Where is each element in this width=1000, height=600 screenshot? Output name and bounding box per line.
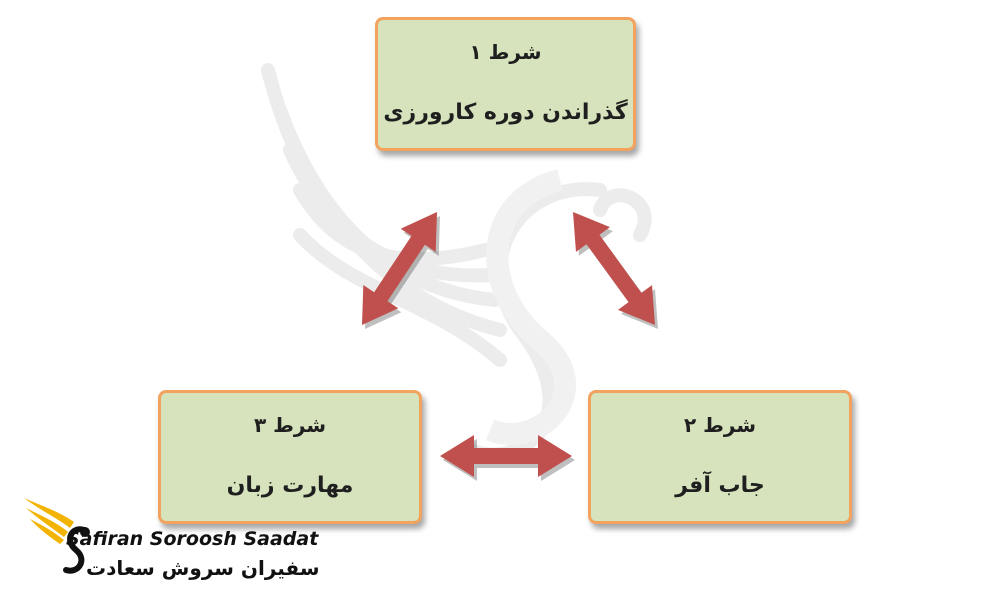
condition-text: مهارت زبان xyxy=(226,473,354,498)
condition-number: شرط ۳ xyxy=(253,413,327,437)
logo-persian-text: سفیران سروش سعادت xyxy=(86,556,320,580)
arrow-condition3-condition2 xyxy=(440,435,572,477)
condition-box-1: شرط ۱ گذراندن دوره کارورزی xyxy=(375,17,636,151)
condition-box-2: شرط ۲ جاب آفر xyxy=(588,390,852,524)
arrow-condition1-condition3 xyxy=(362,212,437,325)
condition-number: شرط ۱ xyxy=(469,40,542,64)
condition-number: شرط ۲ xyxy=(683,413,757,437)
company-logo-icon xyxy=(24,498,90,574)
condition-text: گذراندن دوره کارورزی xyxy=(383,100,628,125)
logo-english-text: Safiran Soroosh Saadat xyxy=(66,528,319,550)
condition-text: جاب آفر xyxy=(675,473,765,498)
arrow-condition1-condition2 xyxy=(573,212,655,325)
condition-box-3: شرط ۳ مهارت زبان xyxy=(158,390,422,524)
